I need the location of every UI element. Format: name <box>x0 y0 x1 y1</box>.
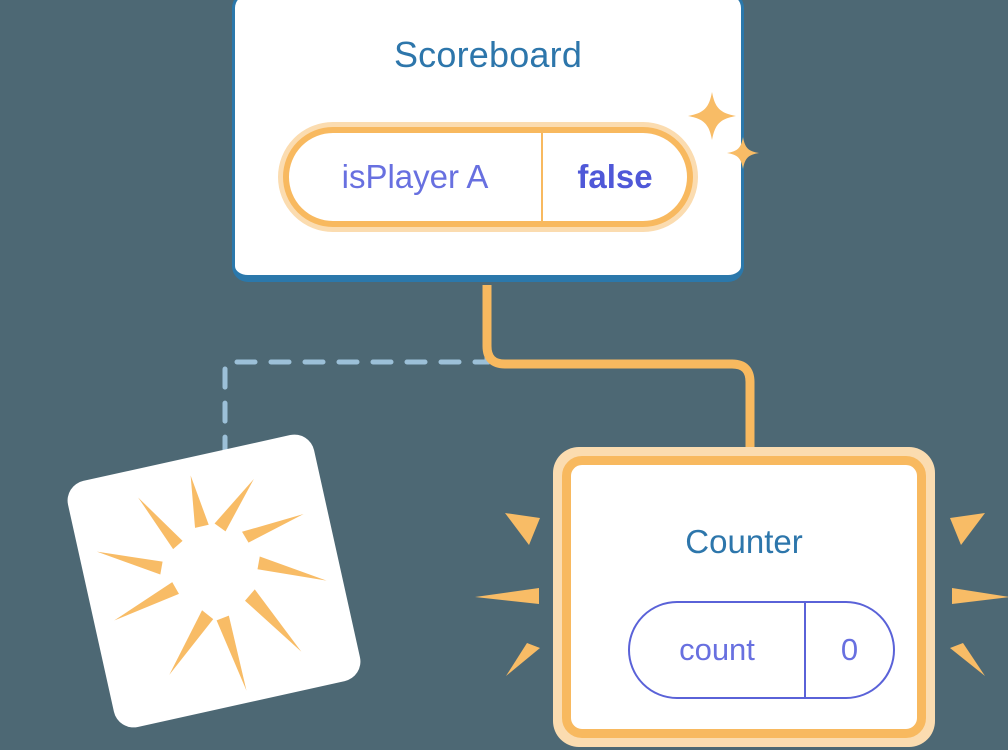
scoreboard-state-pill[interactable]: isPlayer A false <box>278 122 698 232</box>
counter-state-pill[interactable]: count 0 <box>628 601 895 699</box>
counter-card[interactable]: Counter count 0 <box>553 447 935 747</box>
scoreboard-card[interactable]: Scoreboard isPlayer A false <box>232 0 759 282</box>
pill-highlight-glow <box>278 122 698 232</box>
counter-state-key: count <box>630 603 806 697</box>
counter-title: Counter <box>685 523 803 560</box>
scoreboard-state-key: isPlayer A <box>289 133 543 221</box>
burst-rays-left-icon <box>475 513 540 676</box>
scoreboard-state-value: false <box>577 158 653 195</box>
counter-state-value: 0 <box>840 632 859 667</box>
scoreboard-title: Scoreboard <box>393 34 583 75</box>
burst-rays-right-icon <box>950 513 1008 676</box>
ghost-card[interactable] <box>63 430 365 732</box>
counter-card-body: Counter count 0 <box>562 456 926 738</box>
burst-rays-icon <box>96 475 327 691</box>
connector-scoreboard-to-counter <box>482 285 755 470</box>
